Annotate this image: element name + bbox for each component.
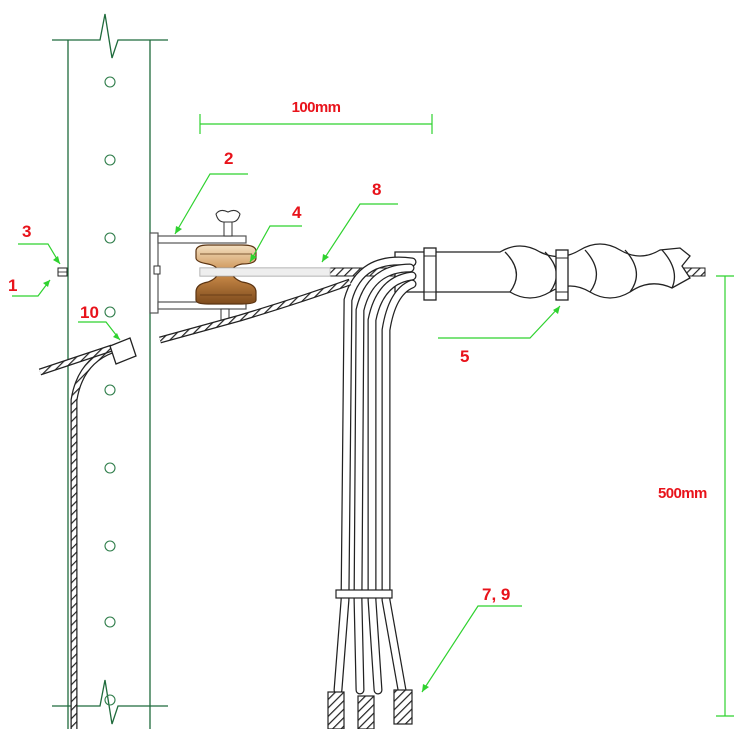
bolt	[57, 267, 68, 277]
down-wire	[38, 278, 352, 729]
thumb-nut	[215, 209, 241, 223]
callout-7-9: 7, 9	[421, 585, 522, 693]
svg-text:7, 9: 7, 9	[482, 585, 510, 604]
svg-text:4: 4	[292, 203, 302, 222]
callout-10: 10	[78, 303, 121, 341]
pole	[52, 13, 168, 729]
callout-4: 4	[249, 203, 302, 263]
wire-clamp	[109, 337, 137, 365]
twisted-cable-bundle	[394, 243, 691, 301]
dimension-horizontal: 100mm	[199, 99, 433, 134]
callout-5: 5	[438, 305, 561, 366]
svg-text:10: 10	[80, 303, 99, 322]
dropping-cables	[327, 256, 417, 729]
svg-text:5: 5	[460, 347, 469, 366]
svg-text:2: 2	[224, 149, 233, 168]
callout-8: 8	[321, 180, 398, 263]
connector	[357, 695, 375, 729]
svg-text:1: 1	[8, 276, 17, 295]
callout-2: 2	[174, 149, 248, 235]
connector	[393, 689, 413, 725]
callout-3: 3	[18, 222, 61, 265]
connector	[327, 691, 345, 729]
pole-holes	[104, 76, 116, 706]
dimension-vertical-label: 500mm	[658, 485, 707, 502]
svg-text:8: 8	[372, 180, 381, 199]
dimension-vertical: 500mm	[658, 275, 734, 717]
bracket	[149, 209, 257, 322]
dimension-horizontal-label: 100mm	[292, 99, 341, 116]
svg-text:3: 3	[22, 222, 31, 241]
callout-1: 1	[8, 276, 51, 297]
